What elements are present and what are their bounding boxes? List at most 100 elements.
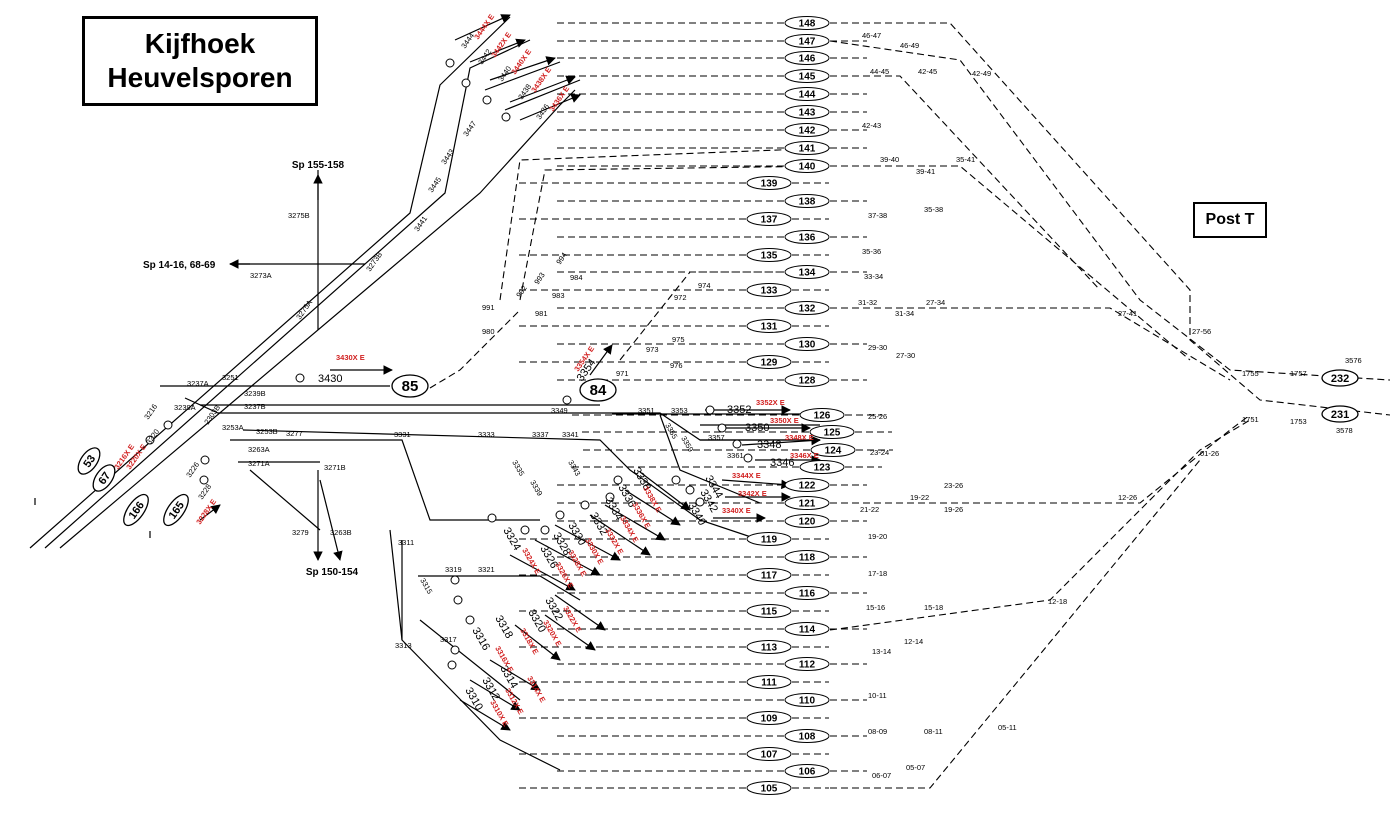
signal-icon (487, 513, 497, 523)
switch-label: 3315 (418, 577, 434, 596)
junction-label: 08-11 (924, 727, 943, 736)
switch-label: 3310 (462, 686, 485, 713)
junction-label: 25-26 (868, 412, 887, 421)
track-number: 131 (761, 322, 778, 333)
junction-label: 46-47 (862, 31, 881, 40)
switch-label: 972 (674, 293, 687, 302)
switch-label: 3352 (727, 404, 751, 416)
switch-label: 3275B (288, 211, 310, 220)
track-number: 135 (761, 251, 778, 262)
track-line (829, 40, 1390, 381)
signal-icon (671, 475, 681, 485)
track-line (249, 469, 321, 531)
track-oval-115: 115 (746, 604, 792, 618)
signal-icon (613, 475, 623, 485)
switch-label: 991 (482, 303, 495, 312)
junction-label: 01-26 (1200, 449, 1219, 458)
signal-icon (520, 525, 530, 535)
track-number: 138 (799, 197, 816, 208)
switch-label: 3321 (478, 565, 495, 574)
track-number: 111 (761, 678, 777, 689)
switch-label: 3442 (476, 47, 493, 66)
switch-label: 1753 (1290, 417, 1307, 426)
track-oval-139: 139 (746, 176, 792, 190)
track-oval-125: 125 (809, 425, 855, 439)
junction-label: 31-34 (895, 309, 914, 318)
junction-label: 35-38 (924, 205, 943, 214)
track-number: 113 (761, 643, 778, 654)
switch-label: 981 (535, 309, 548, 318)
track-number: 143 (799, 108, 816, 119)
switch-label: 3253A (222, 423, 244, 432)
track-number: 134 (799, 268, 816, 279)
junction-label: 13-14 (872, 647, 891, 656)
junction-label: 05-11 (998, 723, 1017, 732)
switch-label: 3220 (144, 427, 161, 446)
direction-arrow (604, 504, 666, 541)
junction-label: 46-49 (900, 41, 919, 50)
track-line (29, 16, 511, 549)
track-line (230, 439, 540, 521)
switch-label: 3271A (248, 459, 270, 468)
junction-label: 17-18 (868, 569, 887, 578)
junction-label: 37-38 (868, 211, 887, 220)
track-number: 117 (761, 571, 778, 582)
track-number: 123 (814, 463, 831, 474)
track-number: 128 (799, 376, 816, 387)
track-oval-131: 131 (746, 319, 792, 333)
track-number: 148 (799, 19, 816, 30)
switch-label: 3271B (324, 463, 346, 472)
track-number: 109 (761, 714, 778, 725)
track-line (830, 459, 1201, 789)
track-number: 136 (799, 233, 816, 244)
track-number: 141 (799, 144, 816, 155)
direction-arrow (589, 514, 651, 556)
track-oval-85: 85 (391, 374, 429, 398)
track-number: 67 (96, 470, 113, 487)
track-number: 132 (799, 304, 816, 315)
switch-label-red: 3320X E (541, 619, 563, 648)
track-line (830, 414, 1251, 504)
junction-label: 23-26 (944, 481, 963, 490)
switch-label: 3350 (745, 422, 769, 434)
junction-label: 12-26 (1118, 493, 1137, 502)
switch-label-red: 3344X E (732, 471, 761, 480)
junction-label: 05-07 (906, 763, 925, 772)
signal-icon (295, 373, 305, 383)
switch-label: 3277 (286, 429, 303, 438)
switch-label: 3343 (566, 459, 582, 478)
switch-label: 3251 (222, 373, 239, 382)
track-oval-138: 138 (784, 194, 830, 208)
track-number: 232 (1331, 373, 1349, 385)
signal-icon (145, 435, 155, 445)
switch-label-red: 3444X E (472, 12, 496, 41)
junction-label: 12-18 (1048, 597, 1067, 606)
junction-label: 19-22 (910, 493, 929, 502)
track-oval-53: 53 (77, 447, 101, 475)
track-oval-107: 107 (746, 747, 792, 761)
track-number: 120 (799, 517, 816, 528)
junction-label: 15-18 (924, 603, 943, 612)
track-number: 126 (814, 411, 831, 422)
junction-label: 19-20 (868, 532, 887, 541)
post-t-label: Post T (1193, 202, 1267, 238)
switch-label: 3331 (394, 430, 411, 439)
switch-label: 971 (616, 369, 629, 378)
track-oval-134: 134 (784, 265, 830, 279)
switch-label: 3445 (426, 175, 443, 194)
direction-arrow (514, 624, 561, 661)
track-number: 147 (799, 37, 816, 48)
junction-label: 27-30 (896, 351, 915, 360)
switch-label: 3339 (528, 479, 544, 498)
track-oval-120: 120 (784, 514, 830, 528)
title-line-1: Kijfhoek (144, 28, 256, 59)
switch-label: 976 (670, 361, 683, 370)
switch-label-red: 3332X E (603, 527, 625, 556)
track-line (419, 619, 521, 701)
junction-label: 39-41 (916, 167, 935, 176)
direction-arrow (489, 659, 541, 691)
junction-label: 27-56 (1192, 327, 1211, 336)
signal-icon (461, 78, 471, 88)
dest-west-label: Sp 14-16, 68-69 (143, 260, 216, 271)
track-line (389, 529, 561, 771)
